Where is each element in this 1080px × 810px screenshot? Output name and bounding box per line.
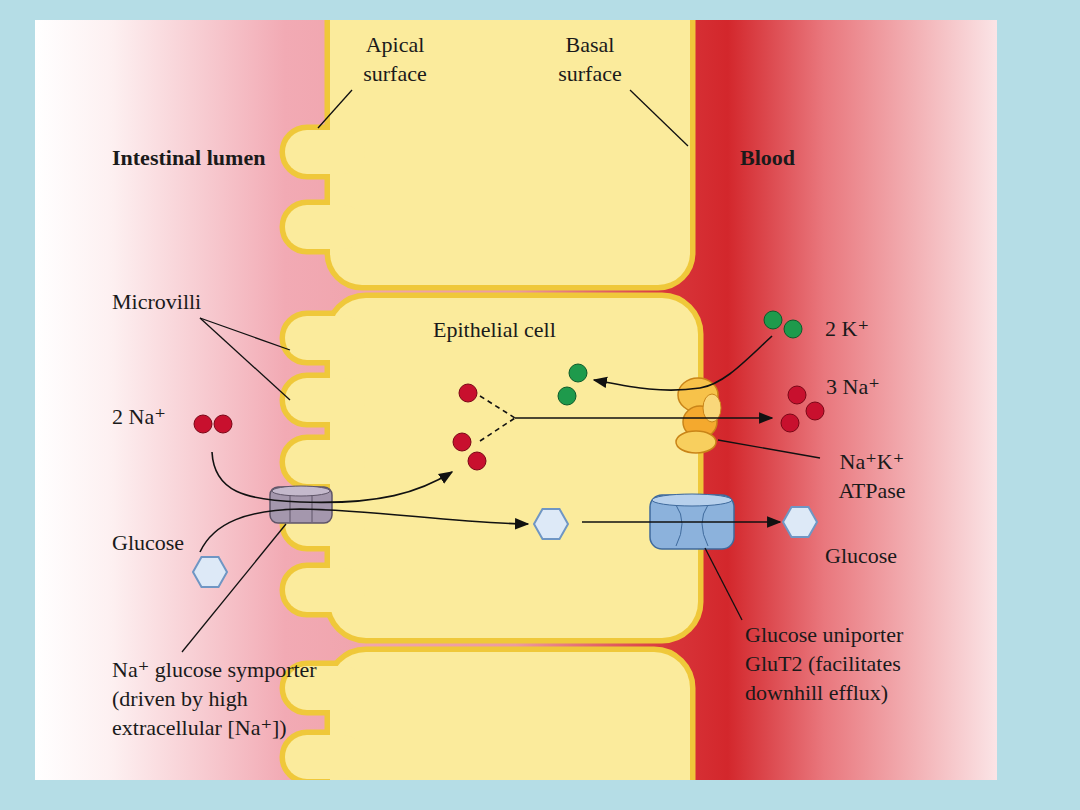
- sodium-ions-part: [468, 452, 486, 470]
- transporter-label: Glucose uniporter GluT2 (facilitates dow…: [745, 620, 960, 707]
- leader-lines-part: [705, 548, 742, 620]
- region-label: Blood: [740, 143, 840, 172]
- leader-lines-part: [318, 90, 352, 128]
- cell-body-part: [285, 378, 365, 422]
- flux-arrows-part: [480, 418, 515, 441]
- cell-outline-part: [330, 20, 690, 285]
- cell-outline-part: [330, 298, 698, 638]
- cell-body-part: [285, 568, 365, 612]
- cell-outline: [285, 20, 698, 780]
- potassium-ions-part: [784, 320, 802, 338]
- cell-outline-part: [285, 568, 365, 612]
- cell-outline-part: [285, 130, 365, 174]
- sodium-ions-part: [806, 402, 824, 420]
- flux-arrows-part: [212, 452, 452, 502]
- leader-lines-part: [200, 318, 290, 400]
- leader-lines-part: [718, 440, 820, 458]
- potassium-ions-part: [569, 364, 587, 382]
- pump-label: Na⁺K⁺ ATPase: [822, 447, 922, 505]
- cell-body-part: [330, 652, 690, 780]
- sodium-ions-part: [459, 384, 477, 402]
- glucose-molecules-part: [193, 557, 227, 587]
- flux-arrows: [200, 336, 780, 552]
- glucose-molecules-part: [783, 507, 817, 537]
- potassium-ions-part: [558, 387, 576, 405]
- sodium-ions-part: [453, 433, 471, 451]
- cell-outline-part: [285, 440, 365, 484]
- ion-label: 3 Na⁺: [826, 372, 916, 401]
- molecule-label: Glucose: [112, 528, 212, 557]
- cell-label: Epithelial cell: [433, 315, 593, 344]
- sodium-ions-part: [781, 414, 799, 432]
- na-k-atpase-part: [676, 431, 716, 453]
- glut2-uniporter-part: [702, 505, 708, 546]
- glucose-molecules: [193, 507, 817, 587]
- potassium-ions-part: [764, 311, 782, 329]
- ion-label: 2 Na⁺: [112, 402, 192, 431]
- symporter: [270, 486, 332, 523]
- cell-body-part: [285, 735, 365, 779]
- leader-lines: [182, 90, 820, 652]
- tissue: [35, 20, 997, 780]
- sodium-ions-part: [788, 386, 806, 404]
- flux-arrows-part: [480, 396, 515, 418]
- flux-arrows-part: [582, 521, 780, 523]
- cell-outline-part: [330, 652, 690, 780]
- cell-body-part: [285, 316, 365, 360]
- cell-body-part: [285, 205, 365, 249]
- cell-outline-part: [285, 205, 365, 249]
- molecule-label: Glucose: [825, 541, 925, 570]
- potassium-ions: [558, 311, 802, 405]
- cell-body: [285, 20, 698, 780]
- cell-body-part: [330, 298, 698, 638]
- leader-lines-part: [200, 318, 290, 350]
- flux-arrows-part: [515, 417, 772, 419]
- sodium-ions-part: [194, 415, 212, 433]
- symporter-part: [272, 486, 330, 496]
- cell-body-part: [285, 440, 365, 484]
- cell-body-part: [285, 130, 365, 174]
- cell-body-part: [330, 20, 690, 285]
- glucose-molecules-part: [534, 509, 568, 539]
- ion-label: 2 K⁺: [825, 314, 905, 343]
- symporter-part: [270, 487, 332, 523]
- structure-label: Microvilli: [112, 287, 232, 316]
- flux-arrows-part: [594, 336, 772, 390]
- cell-outline-part: [285, 316, 365, 360]
- sodium-ions-part: [214, 415, 232, 433]
- symporter-part: [290, 495, 291, 522]
- transporter-label: Na⁺ glucose symporter (driven by high ex…: [112, 655, 317, 742]
- cell-outline-part: [285, 378, 365, 422]
- leader-lines-part: [630, 90, 688, 146]
- cell-outline-part: [285, 735, 365, 779]
- surface-label: Apical surface: [335, 30, 455, 88]
- glut2-uniporter-part: [652, 494, 732, 506]
- surface-label: Basal surface: [535, 30, 645, 88]
- sodium-ions: [194, 384, 824, 470]
- region-label: Intestinal lumen: [112, 143, 272, 172]
- glut2-uniporter-part: [676, 505, 682, 546]
- leader-lines-part: [182, 524, 286, 652]
- flux-arrows-part: [200, 509, 528, 552]
